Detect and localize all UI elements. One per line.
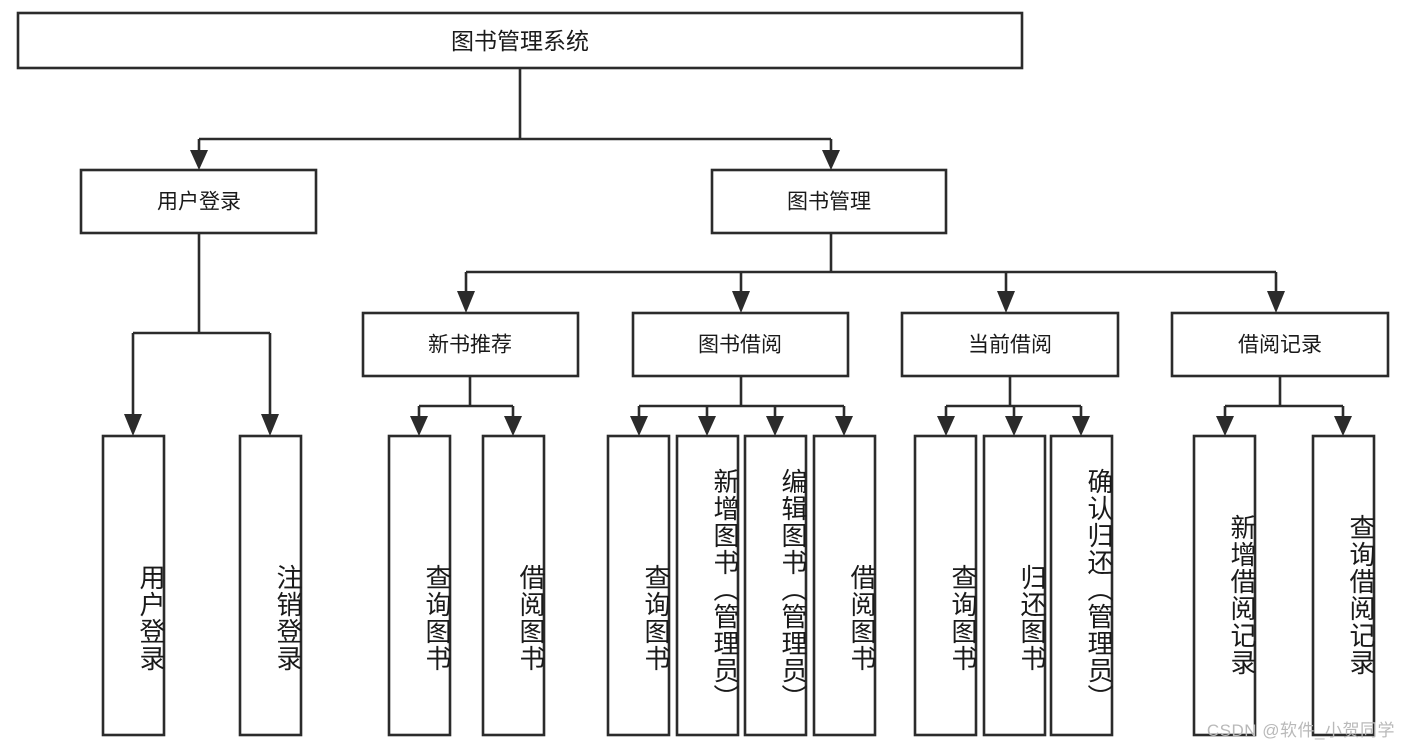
leaf-box-nb-borrow-book[interactable] bbox=[481, 434, 546, 737]
leaf-box-bb-query-book[interactable] bbox=[606, 434, 671, 737]
node-book-manage-label: 图书管理 bbox=[787, 191, 871, 214]
arrow-head-cb-leaf-1 bbox=[937, 416, 955, 436]
node-root[interactable]: 图书管理系统 bbox=[16, 11, 1024, 70]
node-book-borrow-box[interactable] bbox=[631, 311, 850, 378]
node-current-borrow-box[interactable] bbox=[900, 311, 1120, 378]
connector-group-current-borrow bbox=[937, 376, 1090, 436]
node-borrow-record-box[interactable] bbox=[1170, 311, 1390, 378]
arrow-head-bb-leaf-4 bbox=[835, 416, 853, 436]
leaf-box-user-login[interactable] bbox=[101, 434, 166, 737]
leaf-boxes-current-borrow bbox=[913, 434, 1114, 737]
arrow-head-new-book-recommend bbox=[457, 291, 475, 313]
arrow-head-borrow-record bbox=[1267, 291, 1285, 313]
leaf-box-nb-query-book[interactable] bbox=[387, 434, 452, 737]
leaf-box-bb-edit-book[interactable] bbox=[743, 434, 808, 737]
node-borrow-record-label: 借阅记录 bbox=[1238, 334, 1322, 357]
arrow-head-book-manage bbox=[822, 150, 840, 170]
node-new-book-recommend-label: 新书推荐 bbox=[428, 334, 512, 357]
leaf-box-cb-confirm-return[interactable] bbox=[1049, 434, 1114, 737]
leaf-boxes-new-book-recommend bbox=[387, 434, 546, 737]
arrow-head-user-login bbox=[190, 150, 208, 170]
arrow-head-current-borrow bbox=[997, 291, 1015, 313]
node-book-borrow[interactable]: 图书借阅 bbox=[631, 311, 850, 378]
node-book-borrow-label: 图书借阅 bbox=[698, 334, 782, 357]
connector-group-user-login bbox=[124, 233, 279, 436]
arrow-head-cb-leaf-2 bbox=[1005, 416, 1023, 436]
node-book-manage[interactable]: 图书管理 bbox=[710, 168, 948, 235]
leaf-box-cb-return-book[interactable] bbox=[982, 434, 1047, 737]
leaf-boxes-user-login bbox=[101, 434, 303, 737]
leaf-box-bb-borrow-book[interactable] bbox=[812, 434, 877, 737]
leaf-box-br-add-record[interactable] bbox=[1192, 434, 1257, 737]
arrow-head-book-borrow bbox=[732, 291, 750, 313]
leaf-box-cb-query-book[interactable] bbox=[913, 434, 978, 737]
arrow-head-leaf-logout bbox=[261, 414, 279, 436]
arrow-head-bb-leaf-2 bbox=[698, 416, 716, 436]
arrow-head-leaf-user-login bbox=[124, 414, 142, 436]
connector-group-new-book-recommend bbox=[410, 376, 522, 436]
connector-group-root bbox=[190, 68, 840, 170]
leaf-boxes-book-borrow bbox=[606, 434, 877, 737]
node-current-borrow[interactable]: 当前借阅 bbox=[900, 311, 1120, 378]
node-new-book-recommend[interactable]: 新书推荐 bbox=[361, 311, 580, 378]
leaf-box-bb-add-book[interactable] bbox=[675, 434, 740, 737]
arrow-head-bb-leaf-3 bbox=[766, 416, 784, 436]
connector-group-borrow-record bbox=[1216, 376, 1352, 436]
arrow-head-nb-leaf-2 bbox=[504, 416, 522, 436]
node-root-label: 图书管理系统 bbox=[451, 28, 589, 54]
node-user-login-box[interactable] bbox=[79, 168, 318, 235]
leaf-box-logout[interactable] bbox=[238, 434, 303, 737]
node-new-book-recommend-box[interactable] bbox=[361, 311, 580, 378]
node-user-login-label: 用户登录 bbox=[157, 191, 241, 214]
node-borrow-record[interactable]: 借阅记录 bbox=[1170, 311, 1390, 378]
connector-group-book-borrow bbox=[630, 376, 853, 436]
csdn-watermark: CSDN @软件_小贺同学 bbox=[1206, 721, 1395, 740]
connector-group-book-manage bbox=[457, 233, 1285, 313]
arrow-head-br-leaf-2 bbox=[1334, 416, 1352, 436]
node-current-borrow-label: 当前借阅 bbox=[968, 334, 1052, 357]
leaf-box-br-query-record[interactable] bbox=[1311, 434, 1376, 737]
arrow-head-bb-leaf-1 bbox=[630, 416, 648, 436]
arrow-head-cb-leaf-3 bbox=[1072, 416, 1090, 436]
node-root-box[interactable] bbox=[16, 11, 1024, 70]
node-user-login[interactable]: 用户登录 bbox=[79, 168, 318, 235]
arrow-head-nb-leaf-1 bbox=[410, 416, 428, 436]
node-book-manage-box[interactable] bbox=[710, 168, 948, 235]
arrow-head-br-leaf-1 bbox=[1216, 416, 1234, 436]
leaf-boxes-borrow-record bbox=[1192, 434, 1376, 737]
